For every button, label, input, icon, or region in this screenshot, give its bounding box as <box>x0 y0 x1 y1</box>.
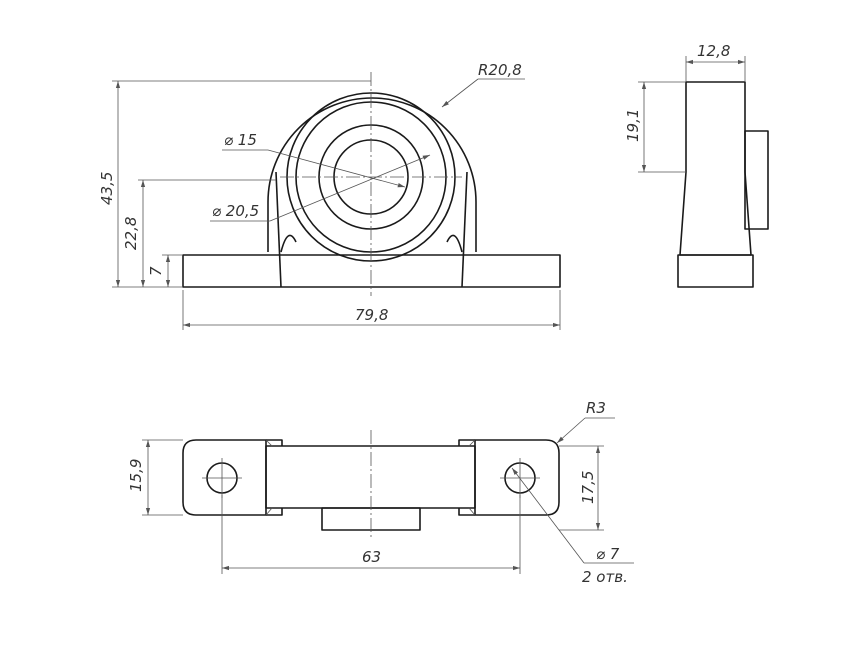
diameter-20-label: ⌀ 20,5 <box>212 202 259 220</box>
housing-outline <box>267 97 477 252</box>
diameter-15-label: ⌀ 15 <box>224 131 257 149</box>
radius-label: R20,8 <box>478 61 522 79</box>
right-flange <box>474 439 560 516</box>
dim-7-label: 7 <box>147 266 165 276</box>
support-right <box>461 171 468 288</box>
side-base <box>677 254 754 288</box>
dim-17-label: 17,5 <box>579 471 597 504</box>
hole-diameter-label: ⌀ 7 <box>596 545 620 563</box>
dim-43-label: 43,5 <box>98 172 116 205</box>
side-view: 12,8 19,1 <box>624 42 769 288</box>
corner-radius-label: R3 <box>586 399 606 417</box>
hole-diameter-leader <box>511 467 585 564</box>
dim-22-label: 22,8 <box>122 217 140 250</box>
top-view: R3 15,9 17,5 63 ⌀ 7 2 отв. <box>127 399 634 586</box>
support-left-inner <box>280 234 297 253</box>
corner-radius-leader <box>556 417 586 444</box>
support-right-inner <box>446 234 463 253</box>
side-body <box>679 81 752 256</box>
hole-count-label: 2 отв. <box>582 568 628 586</box>
radius-leader <box>441 78 479 108</box>
left-flange <box>182 439 267 516</box>
front-view: R20,8 ⌀ 15 ⌀ 20,5 43,5 22,8 7 79,8 <box>98 61 561 330</box>
diameter-15-leader <box>267 149 406 188</box>
base-plate <box>182 254 561 288</box>
dim-19-label: 19,1 <box>624 109 642 142</box>
dim-79-label: 79,8 <box>355 306 388 324</box>
dim-63-label: 63 <box>362 548 381 566</box>
center-body <box>265 445 476 509</box>
dim-12-label: 12,8 <box>697 42 730 60</box>
diameter-20-leader <box>269 154 431 222</box>
dim-15-label: 15,9 <box>127 459 145 492</box>
side-bearing-protrusion <box>744 130 769 230</box>
support-left <box>275 171 282 288</box>
